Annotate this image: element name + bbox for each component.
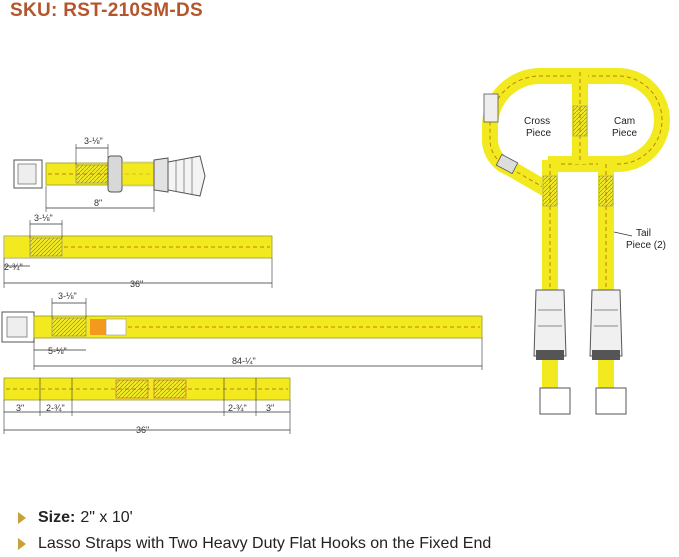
lasso-label-tail-2: Piece (2) (626, 240, 666, 251)
stitch-pattern (153, 379, 187, 399)
feature-text: 2" x 10' (80, 509, 133, 526)
ratchet-icon (107, 155, 206, 197)
feature-text: Lasso Straps with Two Heavy Duty Flat Ho… (38, 535, 492, 552)
strap-36-a: 3-⅛" 2-¾" 36" (3, 213, 273, 289)
stitch-pattern (75, 164, 109, 184)
dim-2-34-a: 2-¾" (4, 262, 23, 272)
bullet-arrow-icon (18, 538, 26, 550)
strap-36-b: 3" 2-¾" 2-¾" 3" 36" (3, 377, 291, 435)
ratchet-icon (533, 289, 567, 360)
stitch-pattern (29, 237, 63, 257)
dim-36-b: 36" (136, 425, 149, 435)
dim-3-a: 3" (16, 403, 24, 413)
ratchet-icon (589, 289, 623, 360)
dim-3-b: 3" (266, 403, 274, 413)
lasso-label-cam-2: Piece (612, 128, 637, 139)
lasso-label-cross-2: Piece (526, 128, 551, 139)
feature-size: Size: 2" x 10' (18, 505, 491, 531)
dim-2-34-b: 2-¾" (46, 403, 65, 413)
strap-diagram: 3-⅛" 8" 3-⅛" 2-¾" 36" 3-⅛" (1, 68, 671, 435)
bullet-arrow-icon (18, 512, 26, 524)
lasso-label-cam-1: Cam (614, 116, 635, 127)
label-tag-orange (90, 319, 106, 335)
dim-5-18: 5-⅛" (48, 346, 67, 356)
flat-hook-icon (539, 387, 627, 415)
lasso-label-tail-1: Tail (636, 228, 651, 239)
dim-3-18-a: 3-⅛" (84, 136, 103, 146)
feature-list: Size: 2" x 10' Lasso Straps with Two Hea… (18, 505, 491, 557)
dim-2-34-c: 2-¾" (228, 403, 247, 413)
dim-3-18-c: 3-⅛" (58, 291, 77, 301)
feature-label: Size: (38, 509, 76, 526)
dim-84-14: 84-¼" (232, 356, 256, 366)
strap-84: 3-⅛" 5-⅛" 84-¼" (1, 291, 483, 370)
sku-heading: SKU: RST-210SM-DS (10, 0, 204, 21)
dim-3-18-b: 3-⅛" (34, 213, 53, 223)
ratchet-strap-short: 3-⅛" 8" (13, 136, 206, 212)
lasso-assembly: Cross Piece Cam Piece Tail Piece (2) (482, 68, 671, 415)
stitch-pattern (115, 379, 149, 399)
dim-8: 8" (94, 198, 102, 208)
lasso-label-cross-1: Cross (524, 116, 550, 127)
stitch-pattern (51, 317, 87, 337)
dim-36-a: 36" (130, 279, 143, 289)
feature-lasso: Lasso Straps with Two Heavy Duty Flat Ho… (18, 531, 491, 557)
cam-buckle-icon (483, 93, 519, 175)
